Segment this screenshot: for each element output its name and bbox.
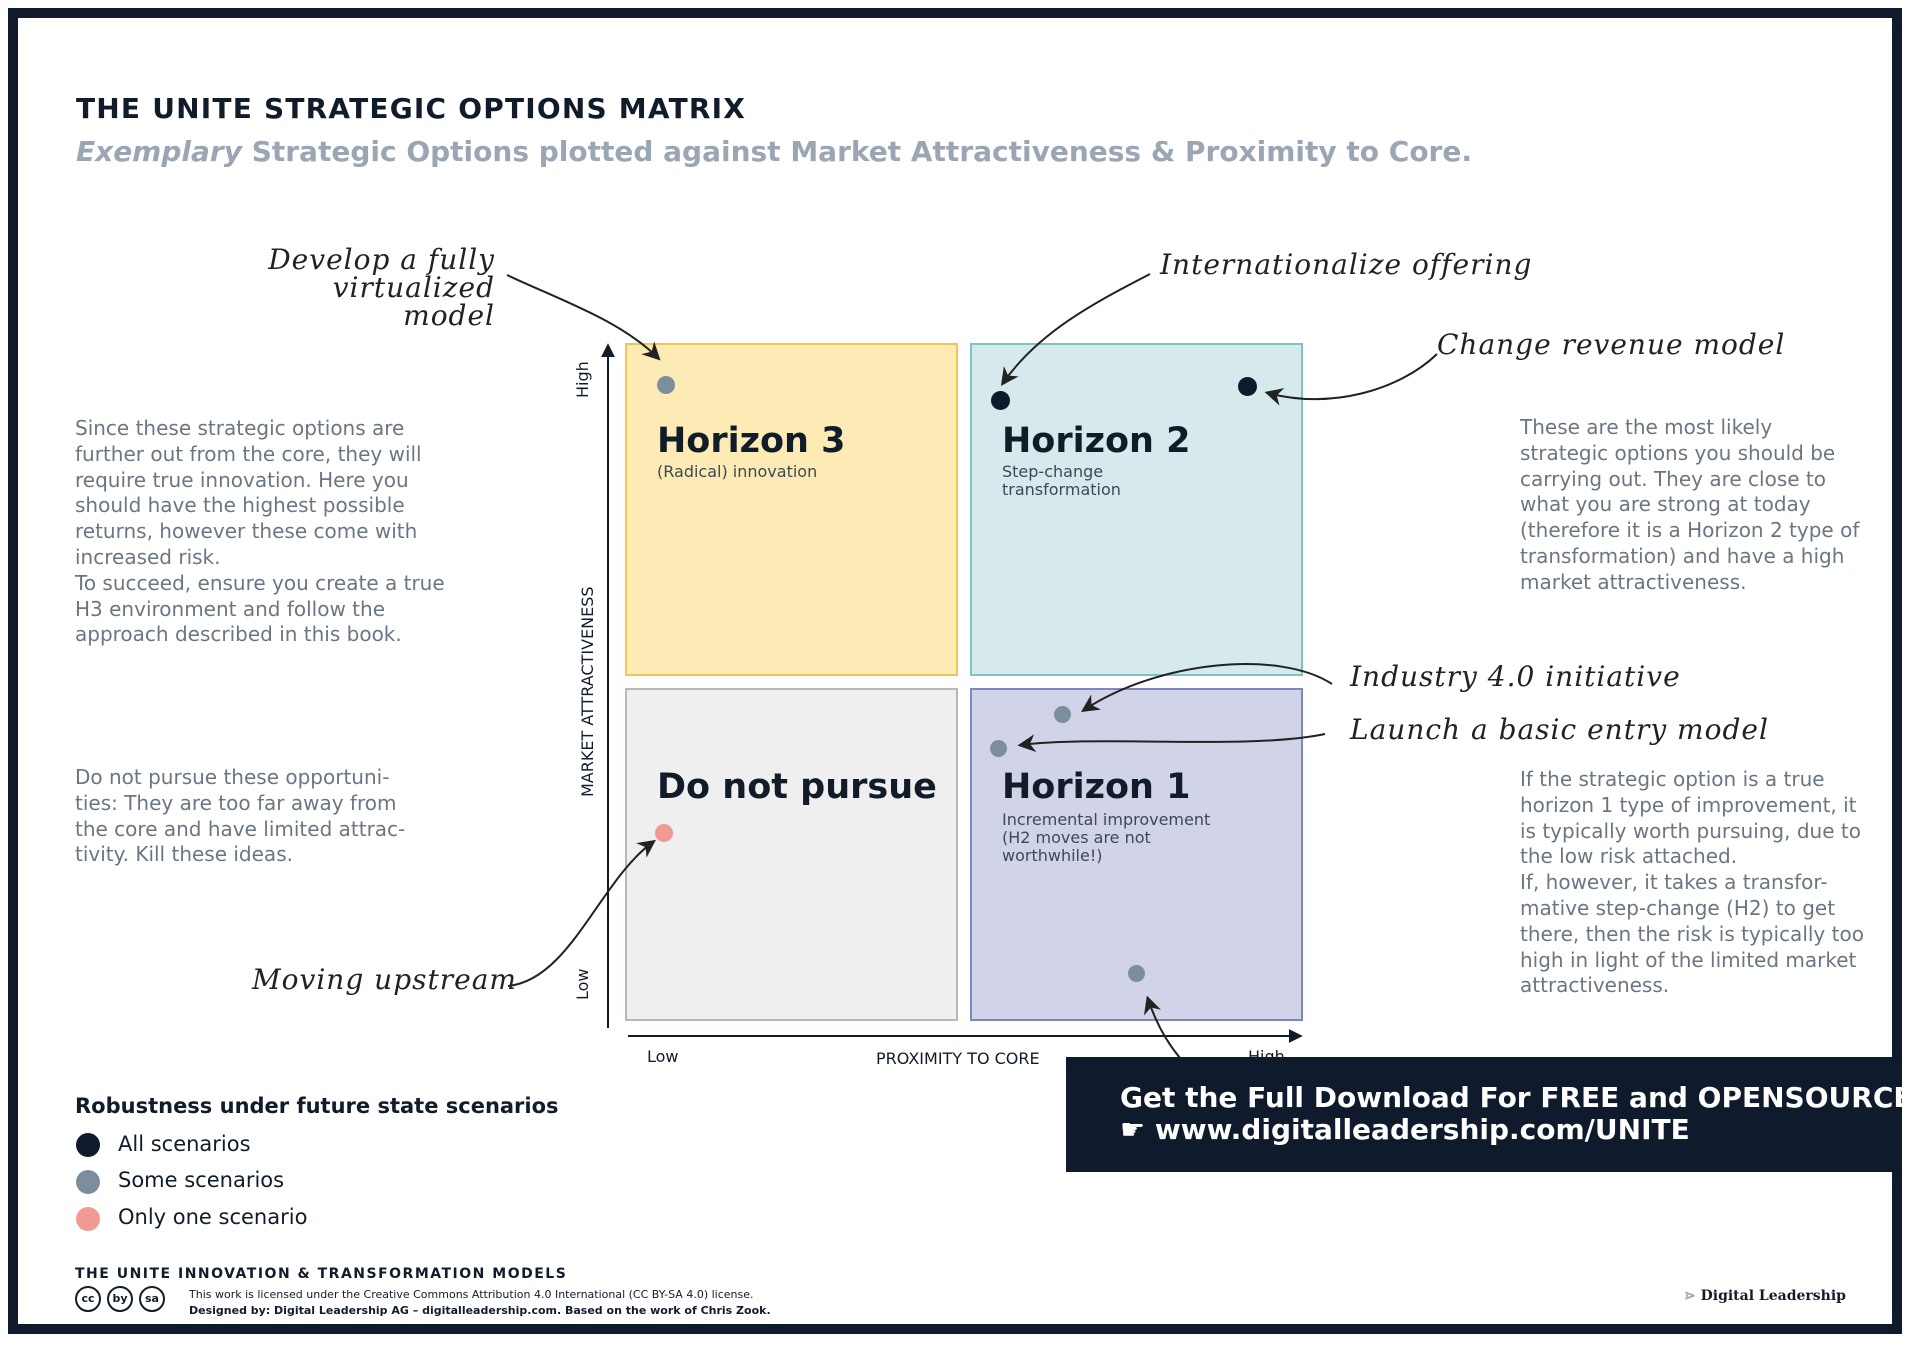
quadrant-title: Horizon 3 [657, 421, 846, 461]
quadrant-horizon-2: Horizon 2 Step-change transformation [970, 343, 1303, 676]
quadrant-subtitle: (Radical) innovation [657, 462, 818, 481]
annotation-entry: Launch a basic entry model [1350, 713, 1769, 746]
legend-swatch-some [76, 1170, 100, 1194]
annotation-upstream: Moving upstream [252, 963, 517, 996]
legend-swatch-one [76, 1207, 100, 1231]
download-banner[interactable]: Get the Full Download For FREE and OPENS… [1066, 1057, 1913, 1172]
dot-industry-4-0 [1054, 706, 1071, 723]
arrow-industry [1080, 663, 1333, 712]
banner-line-1: Get the Full Download For FREE and OPENS… [1120, 1081, 1913, 1114]
footer-license: This work is licensed under the Creative… [189, 1288, 754, 1301]
quadrant-title: Do not pursue [657, 767, 937, 807]
cc-by-icon: by [107, 1286, 133, 1312]
quadrant-horizon-3: Horizon 3 (Radical) innovation [625, 343, 958, 676]
arrow-virtualized [506, 274, 661, 361]
page-subtitle: Exemplary Strategic Options plotted agai… [76, 135, 1472, 168]
arrow-upstream [507, 839, 656, 987]
quadrant-subtitle: Step-change transformation [1002, 462, 1121, 499]
legend-item-some: Some scenarios [118, 1168, 285, 1192]
h3-description: Since these strategic options are furthe… [75, 416, 445, 647]
legend-item-all: All scenarios [118, 1132, 251, 1156]
do-not-pursue-description: Do not pursue these opportuni-ties: They… [75, 765, 406, 867]
dot-revenue-model [1238, 377, 1257, 396]
legend-item-one: Only one scenario [118, 1205, 308, 1229]
brand-name: Digital Leadership [1700, 1288, 1846, 1304]
dot-virtualized-model [657, 376, 675, 394]
quadrant-subtitle: Incremental improvement (H2 moves are no… [1002, 810, 1211, 865]
annotation-virtualized: Develop a fully virtualized model [268, 243, 495, 332]
legend-swatch-all [76, 1133, 100, 1157]
x-axis-low-label: Low [647, 1047, 679, 1066]
annotation-revenue: Change revenue model [1437, 328, 1786, 361]
quadrant-do-not-pursue: Do not pursue [625, 688, 958, 1021]
arrow-banner [1144, 995, 1181, 1059]
footer-designed-by: Designed by: Digital Leadership AG – dig… [189, 1304, 771, 1317]
subtitle-rest: Strategic Options plotted against Market… [241, 135, 1472, 168]
quadrant-title: Horizon 2 [1002, 421, 1191, 461]
h1-description: If the strategic option is a true horizo… [1520, 767, 1864, 998]
arrow-revenue [1264, 353, 1438, 406]
cc-icon: cc [75, 1286, 101, 1312]
y-axis-title: MARKET ATTRACTIVENESS [578, 586, 597, 797]
dot-basic-entry [990, 740, 1007, 757]
arrow-internationalize [1000, 273, 1151, 386]
banner-link[interactable]: ☛ www.digitalleadership.com/UNITE [1120, 1113, 1690, 1146]
dot-internationalize [991, 391, 1010, 410]
quadrant-title: Horizon 1 [1002, 767, 1191, 807]
arrow-entry [1017, 733, 1326, 753]
y-axis-low-label: Low [573, 968, 592, 1000]
dot-horizon1-low [1128, 965, 1145, 982]
annotation-industry: Industry 4.0 initiative [1350, 660, 1681, 693]
brand-chevron-icon: ⋗ [1684, 1288, 1696, 1304]
x-axis-title: PROXIMITY TO CORE [876, 1049, 1040, 1068]
y-axis-high-label: High [573, 361, 592, 398]
cc-sa-icon: sa [139, 1286, 165, 1312]
dot-moving-upstream [655, 824, 673, 842]
annotation-internationalize: Internationalize offering [1160, 248, 1533, 281]
h2-description: These are the most likely strategic opti… [1520, 415, 1860, 594]
legend-title: Robustness under future state scenarios [75, 1094, 559, 1118]
footer-series-title: THE UNITE INNOVATION & TRANSFORMATION MO… [75, 1266, 568, 1282]
brand-logo[interactable]: ⋗ Digital Leadership [1684, 1288, 1846, 1304]
subtitle-emphasis: Exemplary [76, 135, 242, 168]
page-title: THE UNITE STRATEGIC OPTIONS MATRIX [76, 92, 747, 125]
